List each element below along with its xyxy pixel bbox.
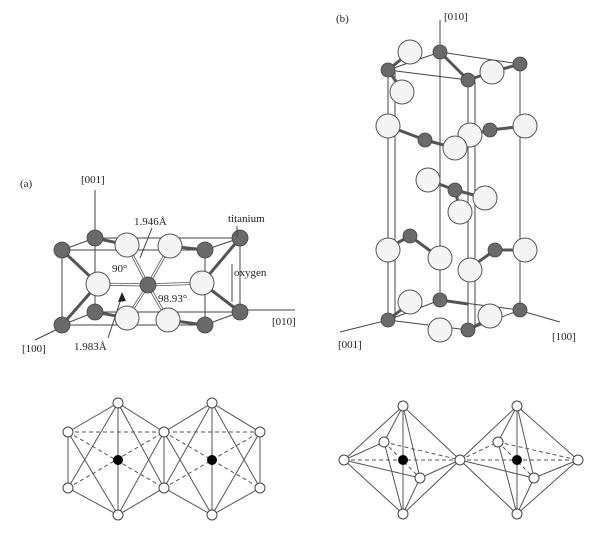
panel-a: (a) [001] [100] [010] bbox=[20, 174, 296, 355]
oxygen-atom bbox=[479, 59, 505, 85]
axis-001-label: [001] bbox=[81, 174, 105, 186]
angle-98-label: 98.93° bbox=[158, 293, 187, 305]
oxygen-atom bbox=[427, 245, 453, 271]
titanium-atom bbox=[86, 229, 104, 247]
octahedra-right bbox=[338, 400, 584, 520]
titanium-atom bbox=[53, 316, 71, 334]
anion-vertex bbox=[492, 436, 504, 448]
titanium-atom bbox=[196, 241, 214, 259]
axis-100-label: [100] bbox=[22, 343, 46, 355]
axis-001-line-b bbox=[339, 319, 389, 333]
oxygen-atoms-a bbox=[85, 232, 215, 333]
titanium-atom bbox=[380, 62, 396, 78]
pointer-long bbox=[107, 295, 123, 339]
oxygen-atom bbox=[477, 303, 503, 329]
oxygen-atom bbox=[397, 289, 423, 315]
titanium-atom bbox=[432, 292, 448, 308]
anion-vertex bbox=[206, 509, 218, 521]
cation-center bbox=[398, 455, 408, 465]
anion-vertex bbox=[397, 400, 409, 412]
titanium-atom bbox=[231, 303, 249, 321]
anion-vertex bbox=[528, 472, 540, 484]
axis-010-label: [010] bbox=[272, 316, 296, 328]
titanium-atoms-a bbox=[53, 229, 249, 334]
oxygen-atom bbox=[114, 232, 140, 258]
oxygen-atom bbox=[457, 257, 483, 283]
titanium-atom bbox=[53, 241, 71, 259]
angle-90-label: 90° bbox=[112, 263, 127, 275]
oxygen-atom bbox=[114, 305, 140, 331]
anion-vertex bbox=[511, 400, 523, 412]
axis-001-label-b: [001] bbox=[338, 339, 362, 351]
cation-center bbox=[512, 455, 522, 465]
titanium-atom bbox=[196, 316, 214, 334]
titanium-atom bbox=[86, 303, 104, 321]
anion-vertex bbox=[62, 482, 74, 494]
oxygen-atom bbox=[397, 39, 423, 65]
panel-b-label: (b) bbox=[336, 13, 349, 25]
titanium-atom bbox=[482, 122, 498, 138]
pointer-arrowhead bbox=[118, 292, 126, 302]
titanium-atoms-b bbox=[380, 44, 528, 338]
anion-vertex bbox=[414, 472, 426, 484]
legend-oxygen: oxygen bbox=[234, 267, 267, 279]
octahedra-left bbox=[62, 397, 266, 521]
oxygen-atom bbox=[189, 270, 215, 296]
titanium-atom bbox=[512, 56, 528, 72]
titanium-atom bbox=[512, 302, 528, 318]
anion-vertex bbox=[158, 482, 170, 494]
titanium-atom bbox=[432, 44, 448, 60]
oxygen-atom bbox=[472, 185, 498, 211]
pointer-short bbox=[139, 227, 153, 259]
anion-vertex bbox=[511, 508, 523, 520]
anion-vertex bbox=[112, 397, 124, 409]
oxygen-atom bbox=[447, 199, 473, 225]
titanium-atom bbox=[402, 228, 418, 244]
anion-vertex bbox=[112, 509, 124, 521]
axis-010-label-b: [010] bbox=[444, 11, 468, 23]
titanium-atom bbox=[380, 312, 396, 328]
oxygen-atom bbox=[389, 79, 415, 105]
oxygen-atom bbox=[415, 167, 441, 193]
oxygen-atom bbox=[442, 135, 468, 161]
anion-vertex bbox=[338, 454, 350, 466]
oxygen-atom bbox=[512, 113, 538, 139]
titanium-atom bbox=[231, 229, 249, 247]
anion-vertex bbox=[254, 482, 266, 494]
anion-vertex bbox=[397, 508, 409, 520]
cation-center bbox=[207, 455, 217, 465]
oxygen-atoms-b bbox=[375, 39, 538, 343]
anion-vertex bbox=[454, 454, 466, 466]
anion-vertex bbox=[378, 436, 390, 448]
oxygen-atom bbox=[155, 307, 181, 333]
bond-length-short: 1.946Å bbox=[134, 216, 167, 228]
titanium-atom bbox=[460, 72, 476, 88]
oxygen-atom bbox=[427, 317, 453, 343]
anion-vertex bbox=[572, 454, 584, 466]
axis-100-label-b: [100] bbox=[552, 331, 576, 343]
titanium-atom-center bbox=[139, 276, 157, 294]
oxygen-atom bbox=[375, 237, 401, 263]
anion-vertex bbox=[62, 426, 74, 438]
cation-center bbox=[113, 455, 123, 465]
anion-vertex bbox=[158, 426, 170, 438]
oxygen-atom bbox=[512, 237, 538, 263]
anion-vertex bbox=[206, 397, 218, 409]
anion-vertex bbox=[254, 426, 266, 438]
oxygen-atom bbox=[85, 271, 111, 297]
titanium-atom bbox=[460, 322, 476, 338]
titanium-atom bbox=[487, 242, 503, 258]
titanium-atom bbox=[417, 132, 433, 148]
titanium-atom bbox=[447, 182, 463, 198]
panel-a-label: (a) bbox=[20, 178, 33, 190]
legend-titanium: titanium bbox=[228, 213, 265, 225]
oxygen-atom bbox=[157, 233, 183, 259]
panel-b: (b) [010] [001] [100] bbox=[336, 11, 576, 351]
bond-length-long: 1.983Å bbox=[74, 341, 107, 353]
oxygen-atom bbox=[375, 113, 401, 139]
